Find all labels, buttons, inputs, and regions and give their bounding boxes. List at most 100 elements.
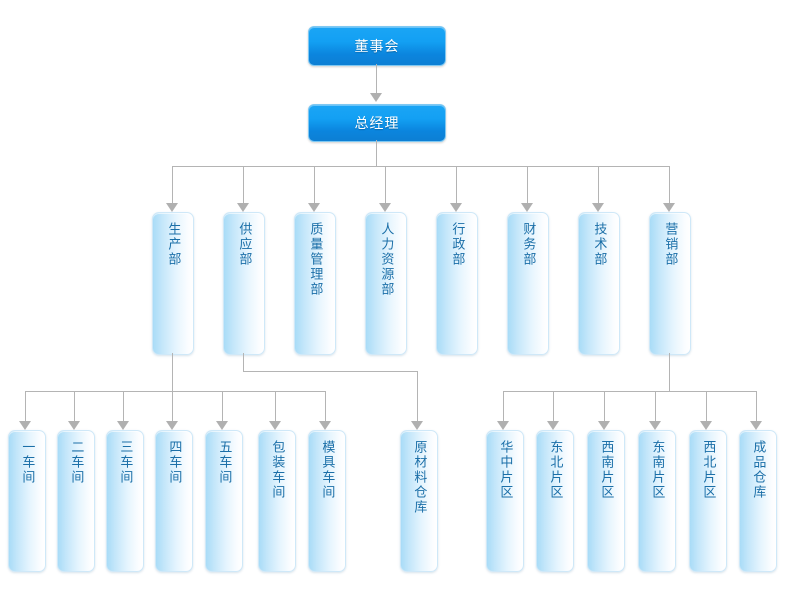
arrow-workshop-1 xyxy=(19,421,31,430)
node-label: 人力资源部 xyxy=(379,222,395,297)
node-department-administration[interactable]: 行政部 xyxy=(436,212,478,355)
connector-drop-region-1 xyxy=(503,391,504,421)
connector-drop-workshop-3 xyxy=(123,391,124,421)
node-workshop-2[interactable]: 二车间 xyxy=(57,430,95,572)
node-label: 五车间 xyxy=(217,440,233,485)
connector-drop-dept-1 xyxy=(172,166,173,203)
node-region-northeast[interactable]: 东北片区 xyxy=(536,430,574,572)
node-label: 技术部 xyxy=(592,222,608,267)
arrow-workshop-5 xyxy=(216,421,228,430)
arrow-dept-4 xyxy=(379,203,391,212)
connector-drop-dept-3 xyxy=(314,166,315,203)
connector-drop-region-6 xyxy=(756,391,757,421)
arrow-dept-3 xyxy=(308,203,320,212)
arrow-workshop-3 xyxy=(117,421,129,430)
node-workshop-5[interactable]: 五车间 xyxy=(205,430,243,572)
connector-gm-stem xyxy=(376,140,377,166)
node-label: 四车间 xyxy=(167,440,183,485)
node-label: 东南片区 xyxy=(650,440,666,500)
node-label: 包装车间 xyxy=(270,440,286,500)
node-board-of-directors[interactable]: 董事会 xyxy=(308,26,446,66)
connector-board-to-gm xyxy=(376,64,377,93)
node-general-manager[interactable]: 总经理 xyxy=(308,104,446,142)
node-region-southeast[interactable]: 东南片区 xyxy=(638,430,676,572)
arrow-dept-8 xyxy=(663,203,675,212)
connector-drop-dept-8 xyxy=(669,166,670,203)
node-raw-material-warehouse[interactable]: 原材料仓库 xyxy=(400,430,438,572)
node-department-marketing[interactable]: 营销部 xyxy=(649,212,691,355)
node-label: 总经理 xyxy=(354,115,400,131)
node-workshop-3[interactable]: 三车间 xyxy=(106,430,144,572)
node-department-human-resources[interactable]: 人力资源部 xyxy=(365,212,407,355)
connector-drop-dept-5 xyxy=(456,166,457,203)
node-department-supply[interactable]: 供应部 xyxy=(223,212,265,355)
arrow-workshop-4 xyxy=(166,421,178,430)
node-region-central-china[interactable]: 华中片区 xyxy=(486,430,524,572)
connector-drop-region-5 xyxy=(706,391,707,421)
arrow-region-6 xyxy=(750,421,762,430)
connector-supply-stem xyxy=(243,353,244,371)
node-finished-goods-warehouse[interactable]: 成品仓库 xyxy=(739,430,777,572)
node-label: 华中片区 xyxy=(498,440,514,500)
connector-supply-elbow xyxy=(243,371,418,372)
connector-drop-region-2 xyxy=(553,391,554,421)
arrow-dept-7 xyxy=(592,203,604,212)
node-label: 营销部 xyxy=(663,222,679,267)
node-label: 生产部 xyxy=(166,222,182,267)
node-label: 原材料仓库 xyxy=(412,440,428,515)
node-label: 二车间 xyxy=(69,440,85,485)
node-workshop-4[interactable]: 四车间 xyxy=(155,430,193,572)
connector-region-bus xyxy=(503,391,756,392)
arrow-raw-warehouse xyxy=(411,421,423,430)
connector-drop-region-4 xyxy=(655,391,656,421)
node-department-finance[interactable]: 财务部 xyxy=(507,212,549,355)
connector-drop-dept-7 xyxy=(598,166,599,203)
node-label: 行政部 xyxy=(450,222,466,267)
node-label: 模具车间 xyxy=(320,440,336,500)
connector-production-stem xyxy=(172,353,173,391)
connector-drop-dept-6 xyxy=(527,166,528,203)
node-region-southwest[interactable]: 西南片区 xyxy=(587,430,625,572)
connector-drop-workshop-4 xyxy=(172,391,173,421)
node-workshop-1[interactable]: 一车间 xyxy=(8,430,46,572)
node-label: 董事会 xyxy=(354,38,400,54)
arrow-dept-1 xyxy=(166,203,178,212)
node-label: 东北片区 xyxy=(548,440,564,500)
connector-marketing-stem xyxy=(669,353,670,391)
connector-drop-workshop-7 xyxy=(325,391,326,421)
connector-drop-dept-2 xyxy=(243,166,244,203)
arrow-dept-6 xyxy=(521,203,533,212)
arrow-workshop-2 xyxy=(68,421,80,430)
node-department-quality-management[interactable]: 质量管理部 xyxy=(294,212,336,355)
connector-workshop-bus xyxy=(25,391,325,392)
node-label: 供应部 xyxy=(237,222,253,267)
node-label: 三车间 xyxy=(118,440,134,485)
connector-drop-workshop-6 xyxy=(275,391,276,421)
node-region-northwest[interactable]: 西北片区 xyxy=(689,430,727,572)
connector-drop-region-3 xyxy=(604,391,605,421)
connector-drop-raw-warehouse xyxy=(417,371,418,421)
node-label: 财务部 xyxy=(521,222,537,267)
arrow-workshop-7 xyxy=(319,421,331,430)
connector-drop-dept-4 xyxy=(385,166,386,203)
node-label: 西南片区 xyxy=(599,440,615,500)
connector-drop-workshop-2 xyxy=(74,391,75,421)
node-department-technology[interactable]: 技术部 xyxy=(578,212,620,355)
arrow-region-3 xyxy=(598,421,610,430)
node-label: 成品仓库 xyxy=(751,440,767,500)
arrow-dept-5 xyxy=(450,203,462,212)
node-workshop-mould[interactable]: 模具车间 xyxy=(308,430,346,572)
arrow-region-5 xyxy=(700,421,712,430)
connector-drop-workshop-1 xyxy=(25,391,26,421)
node-label: 质量管理部 xyxy=(308,222,324,297)
node-department-production[interactable]: 生产部 xyxy=(152,212,194,355)
arrow-region-2 xyxy=(547,421,559,430)
arrow-to-gm xyxy=(370,93,382,102)
connector-drop-workshop-5 xyxy=(222,391,223,421)
connector-department-bus xyxy=(172,166,670,167)
node-workshop-packaging[interactable]: 包装车间 xyxy=(258,430,296,572)
arrow-dept-2 xyxy=(237,203,249,212)
arrow-region-4 xyxy=(649,421,661,430)
arrow-workshop-6 xyxy=(269,421,281,430)
